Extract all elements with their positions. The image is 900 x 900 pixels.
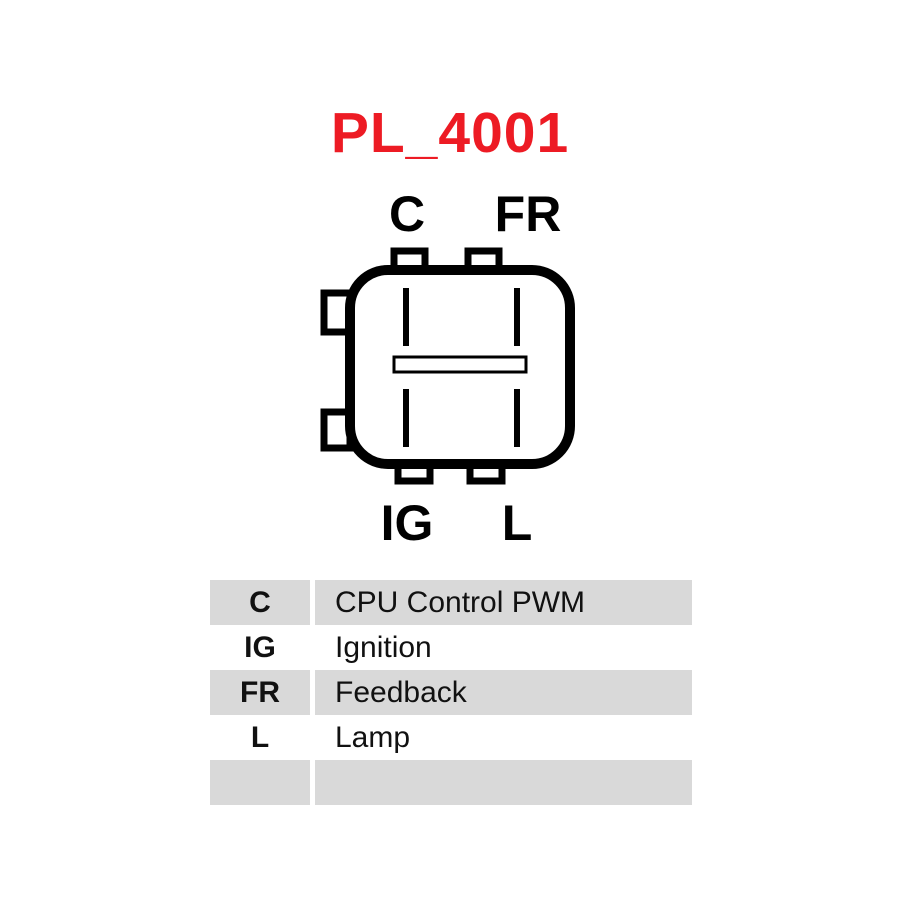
pin-table: C CPU Control PWM IG Ignition FR Feedbac… [210,580,692,805]
table-row [210,760,692,805]
pin-label-fr: FR [494,186,562,242]
pin-cell [210,760,310,805]
pin-cell: FR [210,670,310,715]
connector-key-slot [392,355,528,374]
table-row: IG Ignition [210,625,692,670]
table-row: L Lamp [210,715,692,760]
pin-cell: C [210,580,310,625]
pin-label-ig: IG [380,495,434,551]
pin-label-l: L [501,495,533,551]
table-row: FR Feedback [210,670,692,715]
table-row: C CPU Control PWM [210,580,692,625]
description-cell: Ignition [315,625,692,670]
description-cell: CPU Control PWM [315,580,692,625]
pin-label-c: C [388,186,426,242]
pin-cell: IG [210,625,310,670]
connector-diagram-icon [320,247,575,485]
page-title: PL_4001 [330,101,570,165]
pin-cell: L [210,715,310,760]
description-cell [315,760,692,805]
description-cell: Lamp [315,715,692,760]
description-cell: Feedback [315,670,692,715]
